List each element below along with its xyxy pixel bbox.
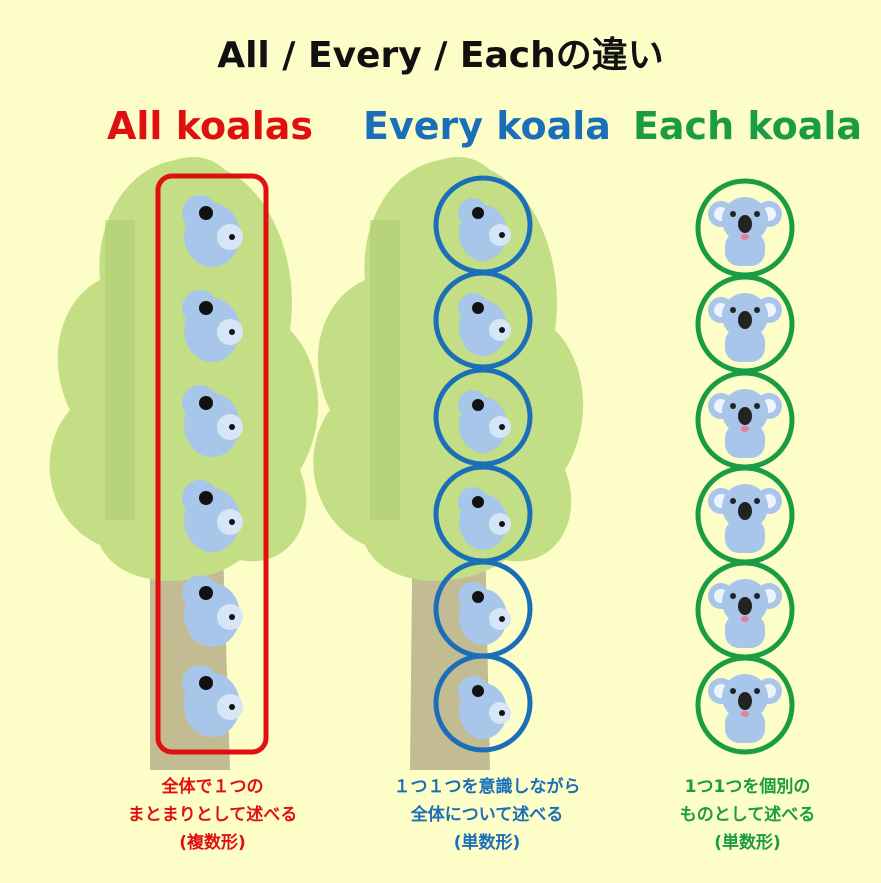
caption-line: まとまりとして述べる [127,805,298,825]
climbing-koala-icon [182,385,243,457]
every-koala-item [433,653,533,753]
climbing-koala-icon [182,290,243,362]
each-koala-item [695,465,795,565]
heading-each: Each koala [632,104,863,148]
heading-every: Every koala [363,104,611,148]
caption-every: １つ１つを意識しながら 全体について述べる (単数形) [352,773,622,857]
climbing-koala-icon [182,195,243,267]
each-koala-item [695,178,795,278]
tree-icon [313,157,584,770]
caption-each: 1つ1つを個別の ものとして述べる (単数形) [630,773,865,857]
caption-line: 1つ1つを個別の [684,777,811,797]
caption-line: 全体で１つの [161,777,264,797]
climbing-koala-icon [182,575,243,647]
caption-line: (複数形) [179,833,246,853]
each-koala-item [695,370,795,470]
all-group-frame [155,173,269,755]
caption-line: ものとして述べる [679,805,816,825]
each-koala-item [695,655,795,755]
every-koala-item [433,175,533,275]
every-koala-item [433,464,533,564]
every-koala-item [433,559,533,659]
caption-line: 全体について述べる [410,805,564,825]
caption-line: (単数形) [714,833,781,853]
climbing-koala-icon [182,665,243,737]
climbing-koala-icon [182,480,243,552]
each-koala-item [695,274,795,374]
every-koala-item [433,367,533,467]
each-koala-item [695,560,795,660]
every-koala-item [433,270,533,370]
caption-all: 全体で１つの まとまりとして述べる (複数形) [90,773,335,857]
caption-line: (単数形) [453,833,521,853]
diagram-title: All / Every / Eachの違い [217,35,664,76]
heading-all: All koalas [107,104,313,148]
caption-line: １つ１つを意識しながら [393,777,581,797]
